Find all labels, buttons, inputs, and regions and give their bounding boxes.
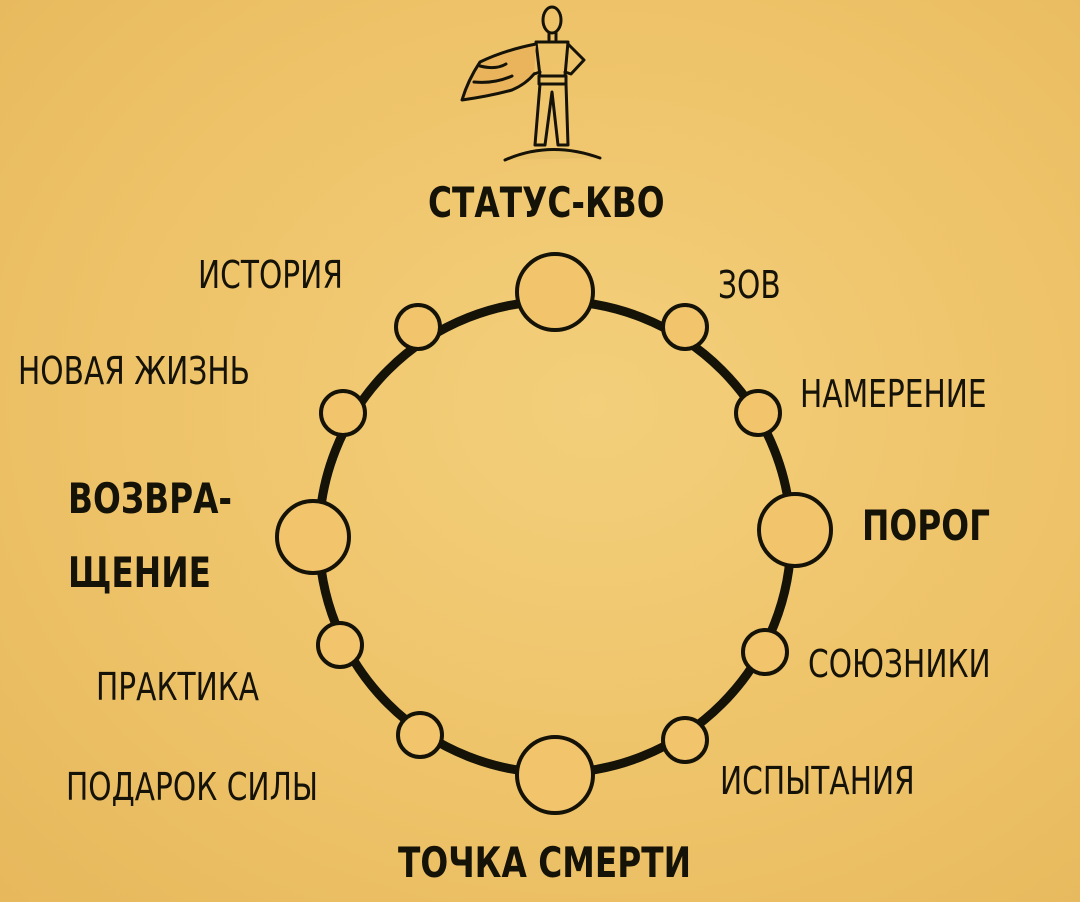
node-story	[394, 303, 442, 351]
label-status-quo: СТАТУС-КВО	[428, 178, 665, 227]
hero-figure-icon	[460, 5, 602, 162]
node-practice	[316, 621, 364, 669]
node-threshold	[757, 492, 833, 568]
node-gift-of-power	[396, 711, 444, 759]
label-death-point: ТОЧКА СМЕРТИ	[398, 838, 692, 887]
node-call	[661, 303, 709, 351]
label-practice: ПРАКТИКА	[96, 665, 260, 709]
node-trials	[661, 716, 709, 764]
label-trials: ИСПЫТАНИЯ	[720, 759, 915, 803]
node-status-quo	[515, 252, 595, 332]
label-call: ЗОВ	[718, 263, 781, 307]
label-story: ИСТОРИЯ	[198, 253, 343, 297]
label-intention: НАМЕРЕНИЕ	[800, 372, 987, 416]
label-new-life: НОВАЯ ЖИЗНЬ	[18, 349, 250, 393]
label-return-line1: ВОЗВРА-	[68, 474, 233, 523]
node-new-life	[319, 389, 367, 437]
node-allies	[741, 628, 789, 676]
cycle-ring	[314, 296, 796, 778]
label-threshold: ПОРОГ	[862, 501, 991, 550]
node-death-point	[515, 735, 595, 815]
label-gift-of-power: ПОДАРОК СИЛЫ	[66, 765, 319, 809]
node-return	[275, 499, 351, 575]
label-allies: СОЮЗНИКИ	[808, 642, 991, 686]
node-intention	[734, 389, 782, 437]
label-return-line2: ЩЕНИЕ	[68, 548, 212, 597]
